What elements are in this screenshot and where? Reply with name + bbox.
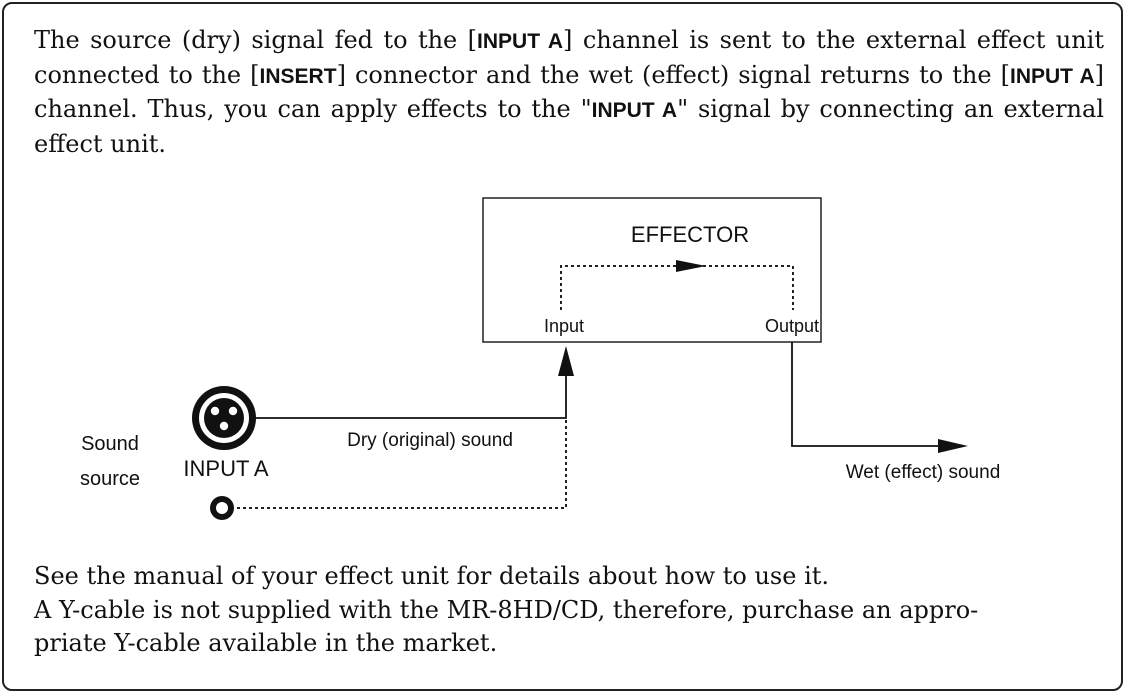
wet-sound-label: Wet (effect) sound [846,462,1001,483]
outro-paragraph: See the manual of your effect unit for d… [34,560,1104,661]
keyword-input-a-3: INPUT A [591,99,678,122]
return-signal-line [236,420,567,509]
sound-source-label-2: source [80,468,140,490]
sound-source-label-1: Sound [81,433,139,455]
xlr-jack-icon [192,386,256,450]
internal-arrow-icon [676,260,706,272]
intro-text-5: " signal by connecting an external effec… [34,95,1104,158]
wet-signal-line [791,342,942,447]
intro-text-1: The source (dry) signal fed to the [ [34,26,478,54]
dry-arrow-icon [558,346,574,376]
intro-text-2: ] channel is sent to the external effect… [34,26,1104,89]
effector-output-label: Output [765,316,819,336]
effector-title: EFFECTOR [631,222,749,247]
effector-internal-path [560,265,794,310]
intro-text-4: ] channel. Thus, you can apply effects t… [34,60,1105,124]
dry-sound-label: Dry (original) sound [347,430,513,451]
effector-box [482,197,822,343]
dry-signal-line [252,368,567,419]
outro-line-2: A Y-cable is not supplied with the MR-8H… [34,595,979,624]
keyword-input-a-2: INPUT A [1010,64,1095,88]
outro-line-3: priate Y-cable available in the market. [34,629,498,657]
intro-text-3: ] connector and the wet (effect) signal … [336,60,1010,89]
input-a-label: INPUT A [183,456,269,481]
wet-arrow-icon [938,439,968,453]
phone-jack-icon [210,496,234,520]
outro-line-1: See the manual of your effect unit for d… [34,562,830,590]
intro-paragraph: The source (dry) signal fed to the [INPU… [34,24,1104,161]
keyword-insert: INSERT [259,64,337,88]
effector-input-label: Input [544,316,584,336]
keyword-input-a: INPUT A [477,30,564,53]
